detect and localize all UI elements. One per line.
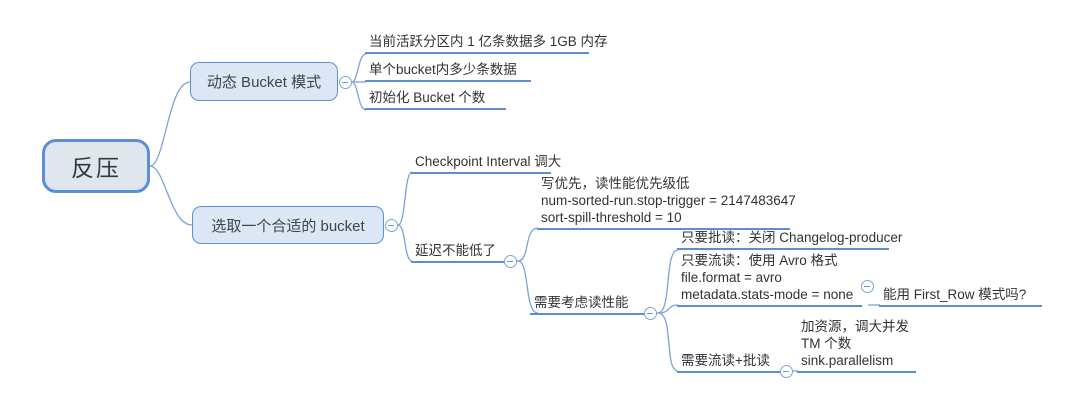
leaf-line: 写优先，读性能优先级低 [541, 176, 690, 191]
leaf-line: Checkpoint Interval 调大 [415, 154, 562, 169]
leaf-node-init-bucket-count[interactable]: 初始化 Bucket 个数 [365, 82, 506, 110]
leaf-node-rows-per-bucket[interactable]: 单个bucket内多少条数据 [365, 54, 531, 82]
edge-root-to-choose-bucket [149, 165, 193, 226]
edge-root-to-dynamic-bucket [149, 81, 191, 167]
leaf-node-latency-limit[interactable]: 延迟不能低了 [411, 237, 505, 263]
leaf-line: 单个bucket内多少条数据 [369, 62, 517, 77]
leaf-line: 初始化 Bucket 个数 [369, 90, 486, 105]
branch-node-choose-bucket-label: 选取一个合适的 bucket [211, 217, 365, 235]
leaf-line: 需要流读+批读 [681, 353, 770, 368]
leaf-node-checkpoint-interval[interactable]: Checkpoint Interval 调大 [411, 148, 562, 174]
branch-node-dynamic-bucket[interactable]: 动态 Bucket 模式 [190, 62, 338, 101]
edge-readperf-to-batch [657, 249, 679, 314]
collapse-toggle-stream-and-batch[interactable] [780, 365, 793, 378]
collapse-toggle-stream-read-only[interactable] [861, 280, 874, 293]
edge-dynamic-to-leaf3 [351, 81, 367, 111]
collapse-toggle-dynamic-bucket[interactable] [339, 76, 352, 89]
leaf-line: TM 个数 [801, 336, 852, 351]
root-node[interactable]: 反压 [42, 139, 150, 193]
leaf-node-add-resources[interactable]: 加资源，调大并发 TM 个数 sink.parallelism [797, 319, 916, 373]
collapse-toggle-latency-limit[interactable] [504, 255, 517, 268]
leaf-node-batch-read-only[interactable]: 只要批读：关闭 Changelog-producer [677, 224, 903, 250]
branch-node-dynamic-bucket-label: 动态 Bucket 模式 [206, 74, 322, 91]
leaf-node-read-performance[interactable]: 需要考虑读性能 [530, 289, 645, 315]
leaf-node-active-partition[interactable]: 当前活跃分区内 1 亿条数据多 1GB 内存 [365, 26, 608, 54]
leaf-line: file.format = avro [681, 270, 782, 285]
edge-readperf-to-stream [657, 304, 679, 314]
collapse-toggle-choose-bucket[interactable] [385, 219, 398, 232]
leaf-line: sink.parallelism [801, 353, 894, 368]
edge-readperf-to-both [657, 312, 679, 372]
leaf-node-first-row-mode[interactable]: 能用 First_Row 模式吗? [879, 281, 1042, 307]
leaf-line: 当前活跃分区内 1 亿条数据多 1GB 内存 [369, 34, 608, 49]
leaf-node-stream-read-only[interactable]: 只要流读：使用 Avro 格式 file.format = avro metad… [677, 253, 862, 307]
leaf-node-stream-and-batch[interactable]: 需要流读+批读 [677, 347, 781, 373]
leaf-line: 能用 First_Row 模式吗? [883, 287, 1027, 302]
leaf-node-write-first-config[interactable]: 写优先，读性能优先级低 num-sorted-run.stop-trigger … [537, 176, 796, 230]
leaf-line: 只要流读：使用 Avro 格式 [681, 253, 838, 268]
leaf-line: 需要考虑读性能 [534, 295, 629, 310]
leaf-line: 只要批读：关闭 Changelog-producer [681, 230, 903, 245]
leaf-line: sort-spill-threshold = 10 [541, 210, 682, 225]
edge-choose-to-latency [397, 224, 413, 262]
edge-latency-to-writefirst [517, 227, 539, 262]
leaf-line: metadata.stats-mode = none [681, 287, 854, 302]
leaf-line: 加资源，调大并发 [801, 319, 909, 334]
root-node-label: 反压 [71, 155, 121, 181]
leaf-line: num-sorted-run.stop-trigger = 2147483647 [541, 193, 796, 208]
edge-dynamic-to-leaf1 [351, 53, 367, 83]
collapse-toggle-read-performance[interactable] [644, 307, 657, 320]
branch-node-choose-bucket[interactable]: 选取一个合适的 bucket [192, 206, 384, 244]
edge-choose-to-checkpoint [397, 171, 413, 226]
leaf-line: 延迟不能低了 [415, 243, 496, 258]
